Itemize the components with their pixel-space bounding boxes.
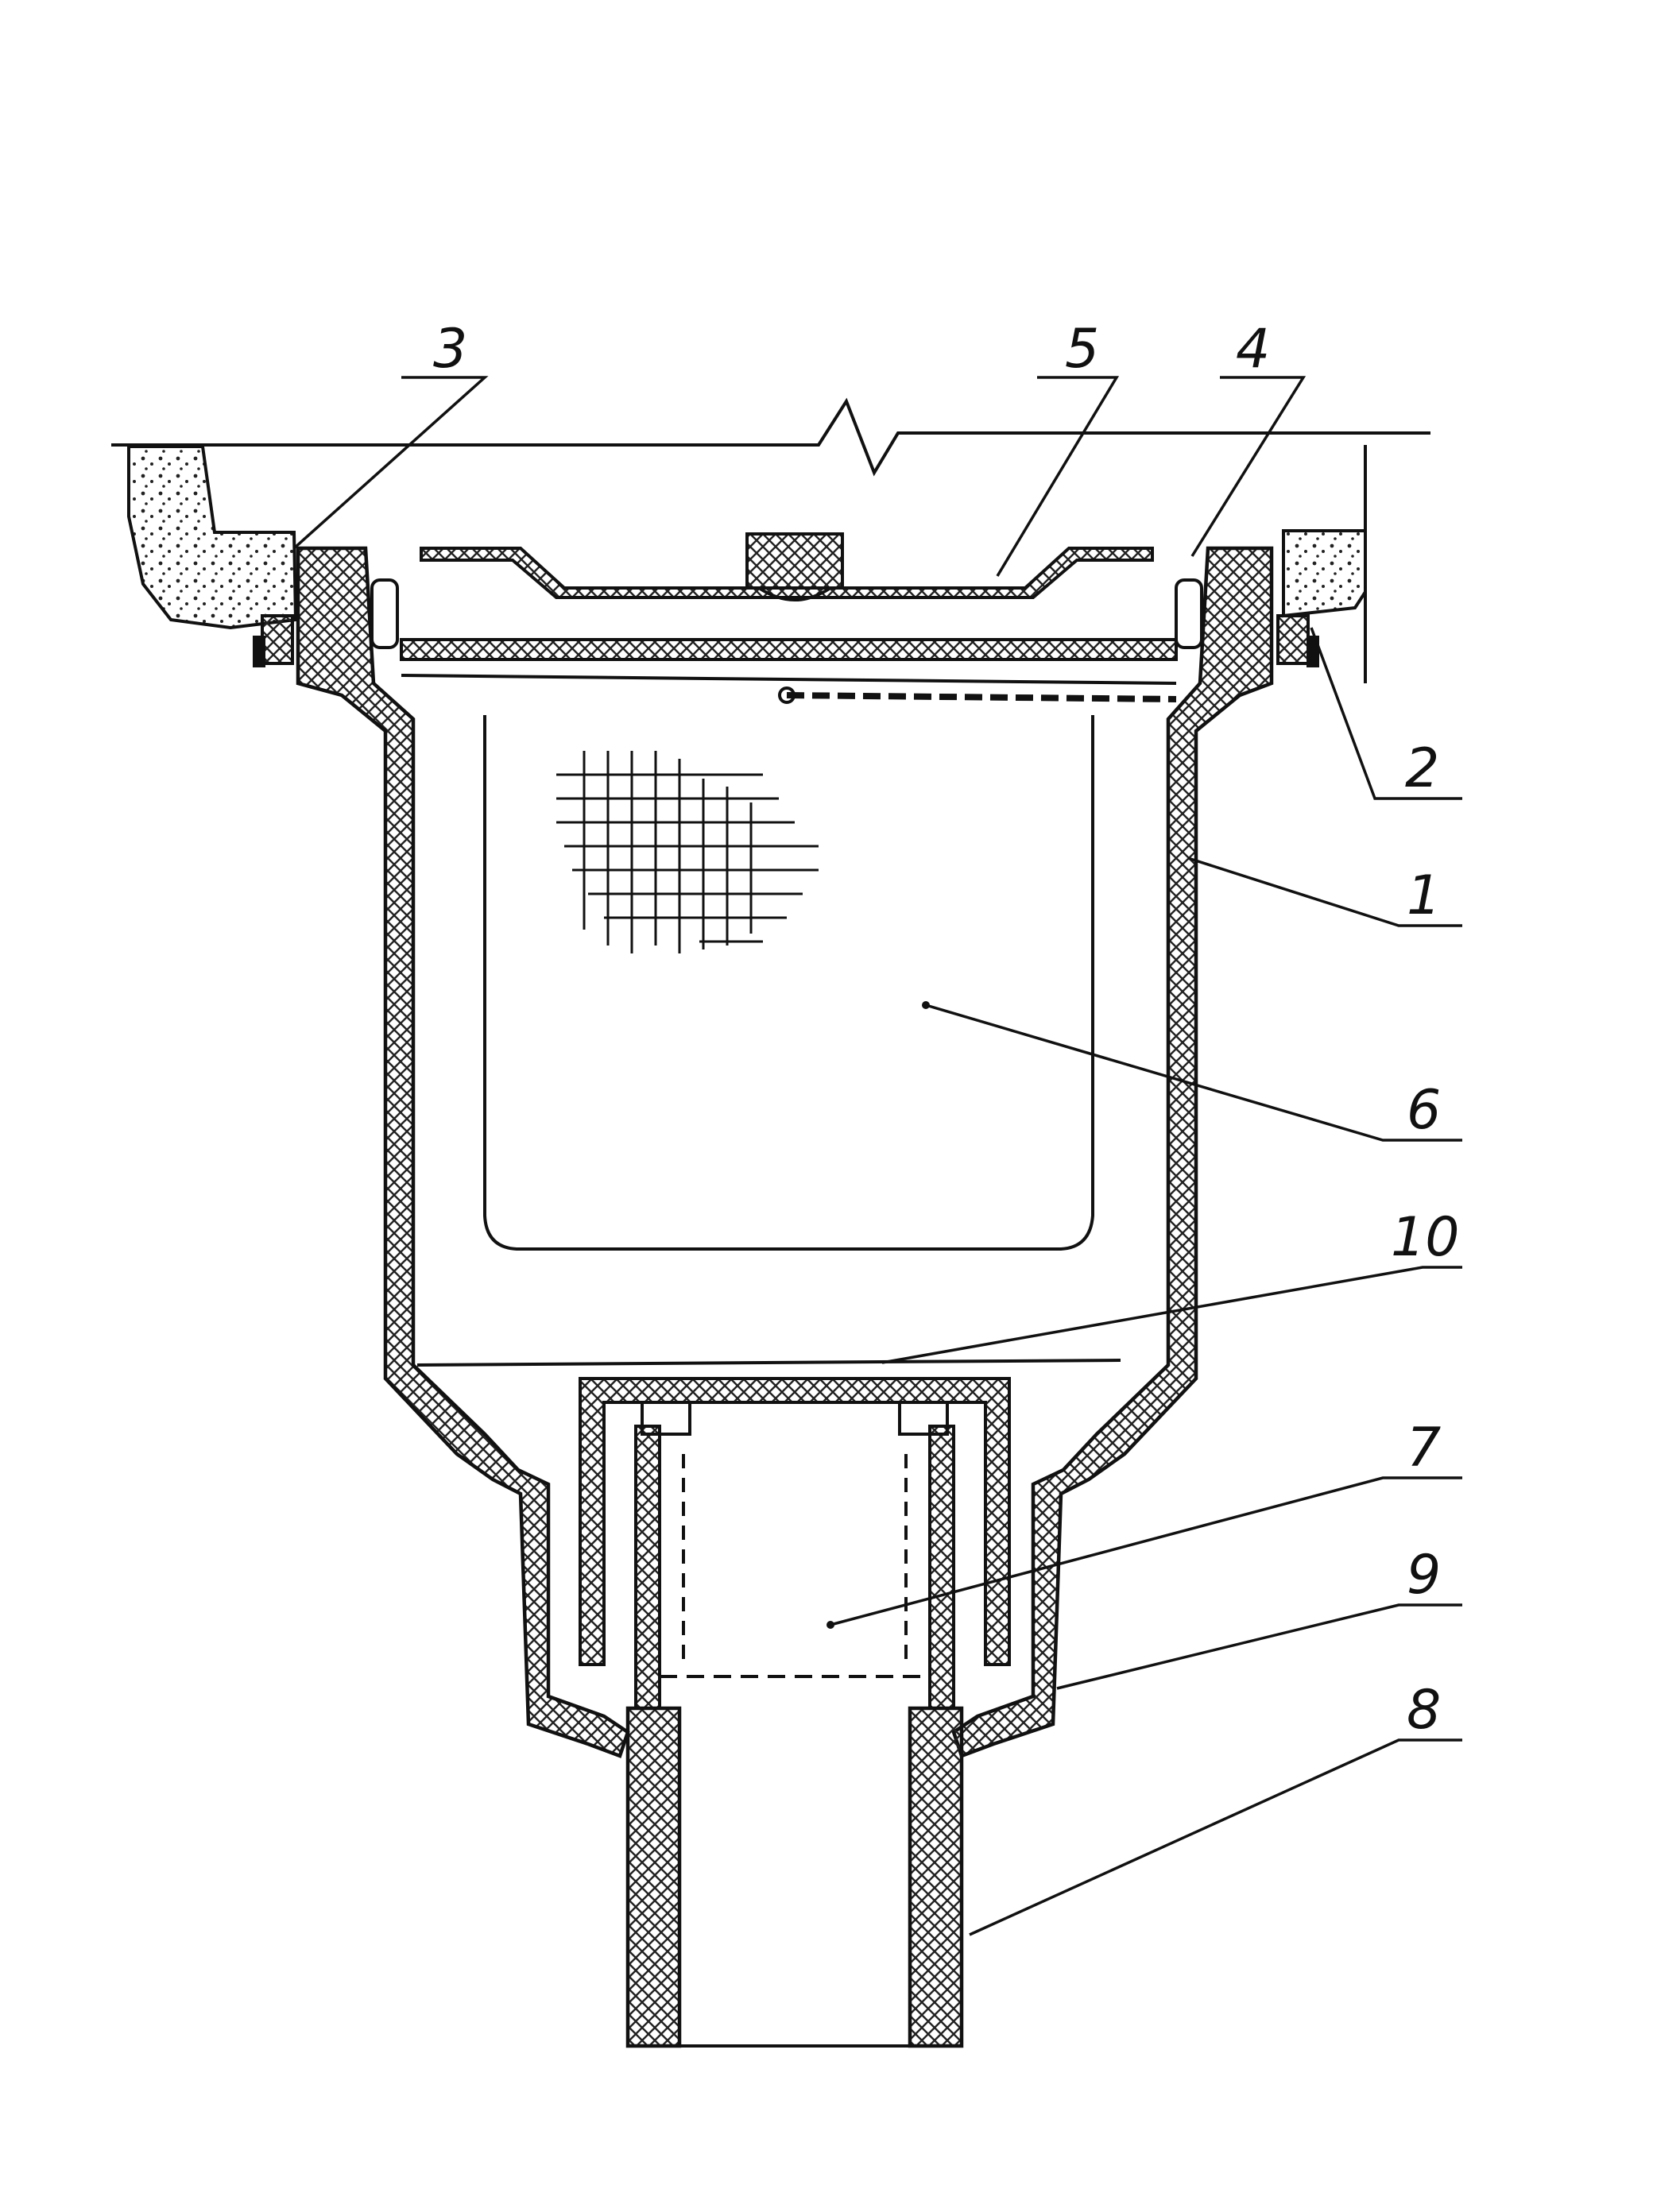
callout-5: 5: [1065, 318, 1099, 381]
mesh-detail: [556, 751, 819, 953]
callout-10: 10: [1391, 1206, 1460, 1269]
baffle-line: [416, 1359, 1121, 1367]
cover-grate: [400, 532, 1178, 704]
seal-right: [1175, 578, 1203, 649]
callout-3: 3: [433, 318, 467, 381]
concrete-right: [1282, 529, 1367, 618]
right-clamp-ring: [1276, 614, 1319, 667]
callout-4: 4: [1236, 318, 1270, 381]
callout-2: 2: [1405, 737, 1439, 800]
inner-tube: [634, 1401, 955, 1710]
leader-dots: [826, 1001, 930, 1629]
leader-lines: [292, 376, 1462, 1936]
housing-shell: [296, 546, 1274, 1758]
concrete-left: [127, 445, 298, 630]
callout-7: 7: [1407, 1417, 1441, 1479]
strainer-basket: [483, 715, 1094, 1251]
callouts: 3 5 4 2 1 6 10 7 9 8: [433, 318, 1460, 1742]
callout-6: 6: [1407, 1079, 1441, 1142]
bell-cap: [579, 1377, 1011, 1666]
callout-9: 9: [1407, 1544, 1441, 1607]
seal-left: [370, 578, 399, 649]
outlet-pipe: [625, 1706, 964, 2048]
callout-8: 8: [1407, 1679, 1441, 1742]
callout-1: 1: [1407, 864, 1441, 927]
left-clamp-ring: [253, 614, 294, 667]
